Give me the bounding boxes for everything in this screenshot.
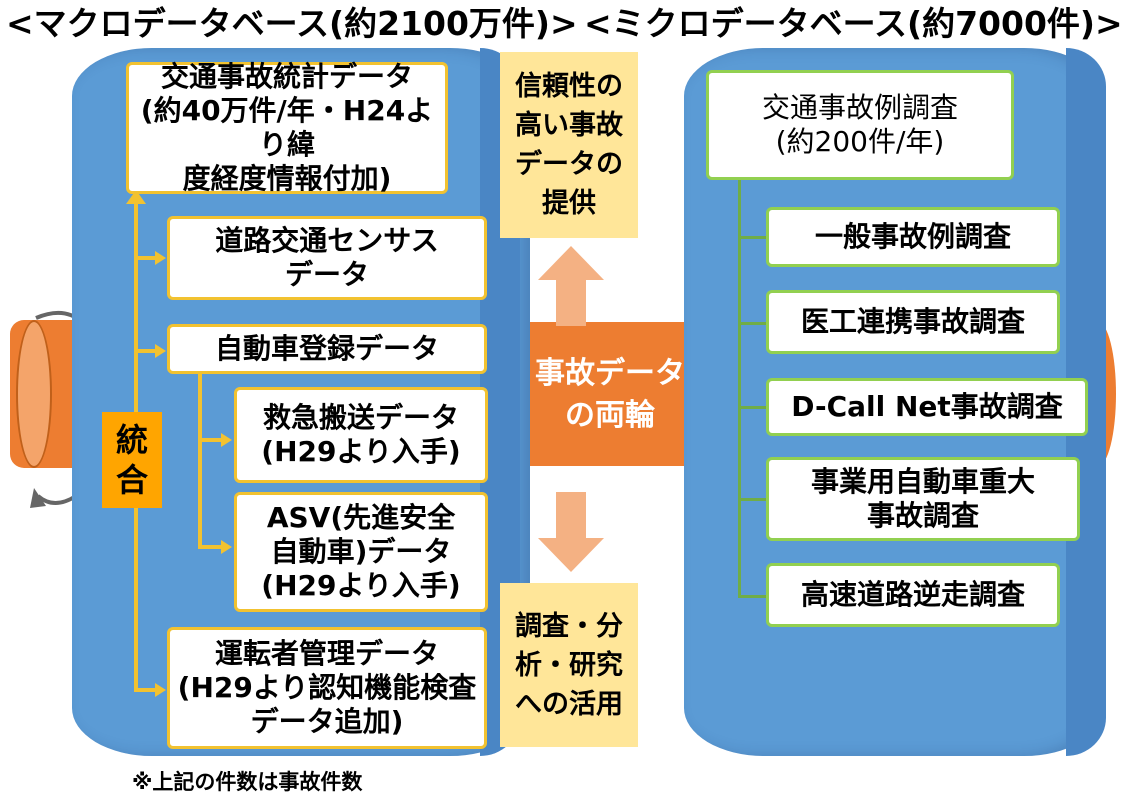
arrow-right-icon (155, 251, 166, 265)
arrow-down-icon (538, 492, 604, 572)
box-text: 交通事故統計データ (160, 60, 413, 93)
integrate-label-char: 合 (115, 461, 148, 499)
micro-box-medical-engineering: 医工連携事故調査 (766, 290, 1060, 354)
macro-box-traffic-accident-stats: 交通事故統計データ (約40万件/年・H24より緯 度経度情報付加) (126, 60, 448, 195)
box-text: (H29より入手) (261, 435, 461, 468)
micro-box-general-case-study: 一般事故例調査 (766, 207, 1060, 267)
box-text: ASV(先進安全 (266, 501, 456, 534)
box-text: データ (284, 258, 369, 291)
bottom-info-box: 調査・分 析・研究 への活用 (500, 583, 638, 747)
micro-connector-line (738, 180, 741, 598)
macro-box-vehicle-registration: 自動車登録データ (167, 324, 487, 374)
macro-box-road-census: 道路交通センサス データ (167, 216, 487, 300)
box-text: (約40万件/年・H24より緯 (140, 94, 434, 161)
box-text: データの (515, 149, 623, 180)
box-text: データ追加) (250, 705, 404, 738)
macro-db-title: <マクロデータベース(約2100万件)> (6, 4, 578, 43)
macro-box-asv: ASV(先進安全 自動車)データ (H29より入手) (234, 492, 488, 612)
arrow-up-icon (126, 190, 146, 204)
micro-box-dcall-net: D-Call Net事故調査 (766, 378, 1088, 436)
sub-connector-line (198, 372, 202, 548)
connector (134, 349, 156, 353)
macro-box-driver-management: 運転者管理データ (H29より認知機能検査 データ追加) (167, 627, 487, 749)
box-text: D-Call Net事故調査 (791, 390, 1063, 423)
connector (738, 406, 766, 409)
connector (198, 438, 222, 442)
box-text: 自動車)データ (270, 535, 452, 568)
box-text: 提供 (542, 188, 596, 219)
integrate-badge: 統 合 (102, 412, 162, 508)
connector (738, 322, 766, 325)
arrow-up-icon (538, 246, 604, 326)
box-text: 信頼性の (515, 71, 623, 102)
arrow-right-icon (221, 540, 232, 554)
top-info-box: 信頼性の 高い事故 データの 提供 (500, 52, 638, 238)
integrate-label-char: 統 (115, 421, 148, 459)
box-text: 交通事故例調査 (761, 91, 958, 124)
connector (198, 545, 222, 549)
box-text: 事故調査 (866, 499, 979, 532)
connector (738, 595, 766, 598)
box-text: への活用 (515, 688, 623, 720)
axle-label-line: 事故データ (535, 356, 685, 391)
box-text: 析・研究 (515, 649, 623, 681)
box-text: 高い事故 (515, 110, 623, 141)
micro-db-title: <ミクロデータベース(約7000件)> (584, 4, 1123, 43)
box-text: 道路交通センサス (215, 224, 439, 257)
box-text: (H29より入手) (261, 569, 461, 602)
box-text: 調査・分 (515, 610, 623, 642)
connector (134, 256, 156, 260)
axle-label: 事故データ の両輪 (510, 345, 710, 445)
left-hub-cap (16, 320, 52, 468)
micro-box-accident-case-study: 交通事故例調査 (約200件/年) (706, 70, 1014, 180)
box-text: 高速道路逆走調査 (800, 578, 1025, 611)
box-text: (H29より認知機能検査 (177, 671, 477, 704)
footnote: ※上記の件数は事故件数 (132, 770, 363, 794)
connector (738, 236, 766, 239)
axle-label-line: の両輪 (565, 398, 655, 433)
macro-box-ambulance: 救急搬送データ (H29より入手) (234, 387, 488, 483)
micro-box-wrong-way-expressway: 高速道路逆走調査 (766, 563, 1060, 627)
arrow-right-icon (221, 433, 232, 447)
arrow-right-icon (155, 683, 166, 697)
box-text: 事業用自動車重大 (810, 465, 1035, 498)
micro-box-commercial-vehicle: 事業用自動車重大 事故調査 (766, 457, 1080, 541)
box-text: 度経度情報付加) (182, 162, 392, 195)
connector (738, 498, 766, 501)
box-text: 一般事故例調査 (814, 220, 1011, 253)
box-text: 運転者管理データ (214, 637, 439, 670)
box-text: 自動車登録データ (214, 332, 439, 365)
box-text: 救急搬送データ (262, 401, 459, 434)
connector (134, 688, 156, 692)
box-text: (約200件/年) (775, 125, 945, 158)
arrow-right-icon (155, 344, 166, 358)
box-text: 医工連携事故調査 (800, 305, 1025, 338)
